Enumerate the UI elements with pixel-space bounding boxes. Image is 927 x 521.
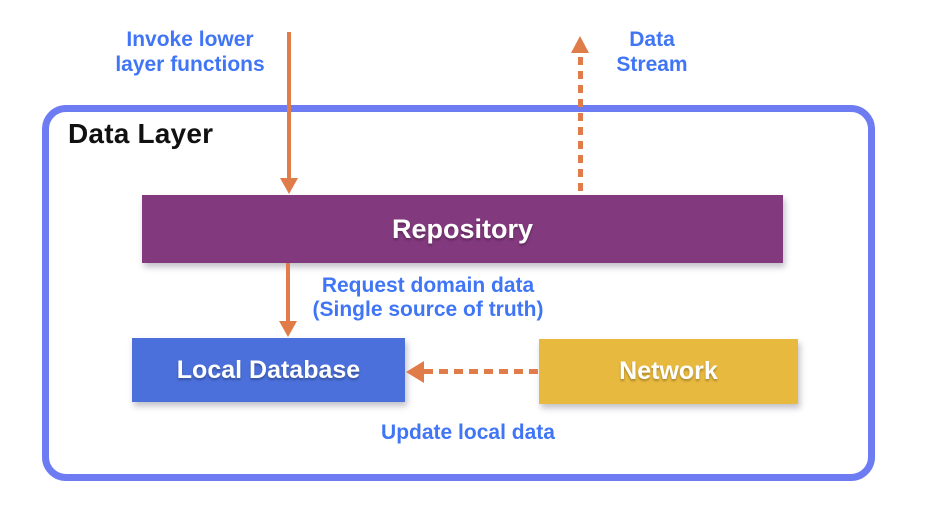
request-label-line2: (Single source of truth) (312, 298, 544, 321)
invoke-arrow-line (287, 32, 291, 178)
update-label: Update local data (381, 421, 555, 444)
network-node: Network (539, 339, 798, 404)
container-title: Data Layer (68, 118, 214, 149)
network-arrow-head-icon (406, 361, 424, 383)
invoke-label: Invoke lower layer functions (60, 27, 320, 77)
request-arrow-line (286, 263, 290, 321)
invoke-label-line1: Invoke lower (126, 28, 254, 51)
invoke-label-line2: layer functions (115, 53, 265, 76)
data-stream-arrow-line (578, 57, 583, 194)
data-stream-arrow-head-icon (571, 36, 589, 53)
request-label: Request domain data (Single source of tr… (288, 274, 568, 322)
request-arrow-head-icon (279, 321, 297, 337)
repository-node: Repository (142, 195, 783, 263)
invoke-arrow-head-icon (280, 178, 298, 194)
network-arrow-line (424, 369, 538, 374)
data-stream-label: Data Stream (592, 27, 712, 77)
data-layer-container (42, 105, 875, 481)
local-database-node: Local Database (132, 338, 405, 402)
request-label-line1: Request domain data (321, 274, 535, 297)
data-stream-label-line2: Stream (616, 53, 688, 76)
data-stream-label-line1: Data (629, 28, 675, 51)
